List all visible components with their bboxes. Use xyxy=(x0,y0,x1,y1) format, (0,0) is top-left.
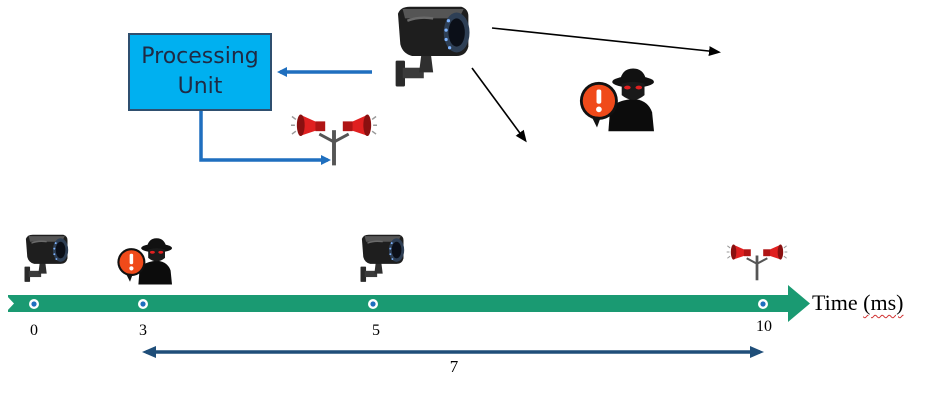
tick-label-3: 3 xyxy=(139,322,147,339)
timeline-camera-icon-0 xyxy=(23,233,70,283)
duration-span-label: 7 xyxy=(449,357,459,376)
processing-to-siren-arrow xyxy=(199,110,331,165)
processing-unit-label-line2: Unit xyxy=(177,74,223,99)
camera-view-ray-upper xyxy=(491,27,721,57)
timeline-marker-5 xyxy=(368,299,378,309)
timeline-intruder-icon-3 xyxy=(117,238,172,285)
timeline-marker-10 xyxy=(758,299,768,309)
tick-label-0: 0 xyxy=(30,322,38,339)
security-camera-icon xyxy=(393,4,472,89)
processing-unit-label-line1: Processing xyxy=(141,44,259,69)
timeline-marker-3 xyxy=(138,299,148,309)
timeline-marker-0 xyxy=(29,299,39,309)
time-axis-label-text: Time xyxy=(812,290,858,315)
timeline-siren-icon-10 xyxy=(726,242,788,282)
timeline-camera-icon-5 xyxy=(359,233,406,283)
timeline-arrowhead xyxy=(788,285,810,322)
processing-unit-box: Processing Unit xyxy=(128,33,272,111)
siren-speaker-icon xyxy=(290,112,378,168)
time-axis-unit: (ms) xyxy=(863,290,904,315)
timeline-bar xyxy=(8,295,790,312)
intruder-alert-icon xyxy=(579,68,654,132)
timeline-tail-notch xyxy=(6,295,14,312)
tick-label-10: 10 xyxy=(756,318,772,335)
camera-view-ray-lower xyxy=(471,67,527,143)
time-axis-label: Time (ms) xyxy=(812,290,903,316)
tick-label-5: 5 xyxy=(372,322,380,339)
